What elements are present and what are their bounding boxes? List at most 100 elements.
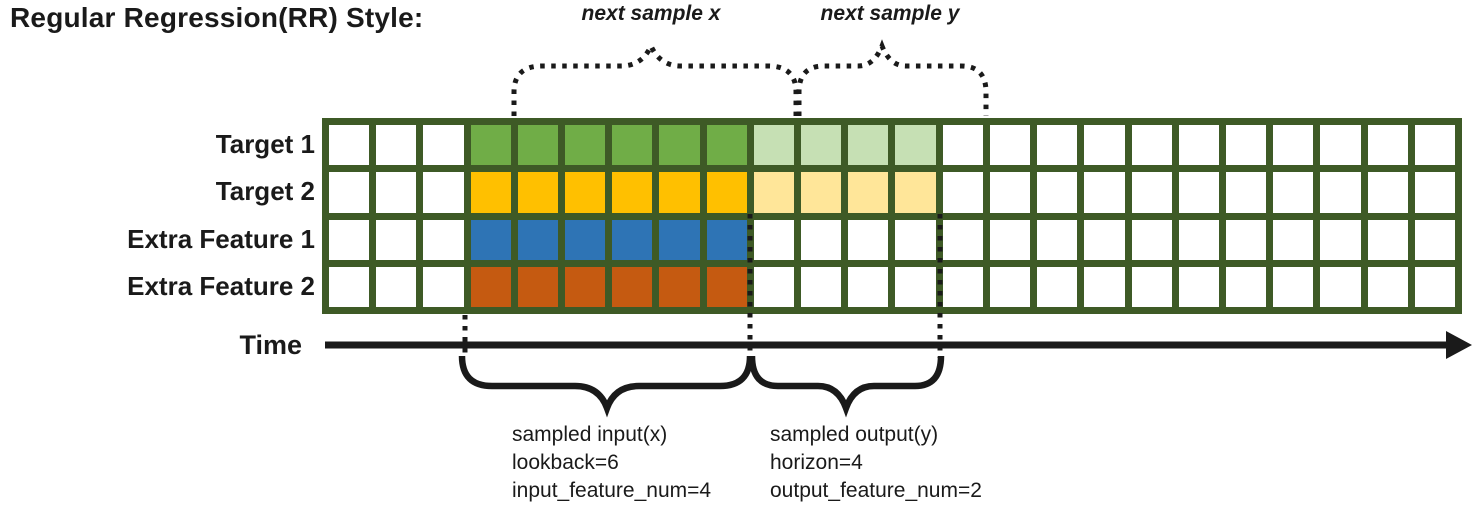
grid-cell [942, 266, 983, 307]
grid-cell [565, 172, 606, 213]
grid-cell [989, 219, 1031, 260]
grid-cell [1273, 125, 1314, 166]
grid-cell [517, 219, 559, 260]
grid-cell [1273, 266, 1314, 307]
grid-cell [423, 172, 464, 213]
grid-cell [329, 125, 370, 166]
grid-cell [1320, 219, 1361, 260]
grid-cell [1273, 219, 1314, 260]
grid-cell [659, 172, 700, 213]
grid-cell [1320, 172, 1361, 213]
grid-cell [517, 125, 559, 166]
grid-cell [1225, 266, 1267, 307]
grid-cell [706, 125, 747, 166]
grid-cell [612, 125, 653, 166]
grid-cell [895, 125, 936, 166]
grid-cell [659, 266, 700, 307]
grid-cell [753, 125, 795, 166]
grid-cell [895, 172, 936, 213]
sampled-input-brace [458, 355, 754, 418]
grid-cell [470, 266, 511, 307]
grid-cell [753, 219, 795, 260]
grid-cell [1037, 266, 1078, 307]
sampled-output-annotation: sampled output(y) horizon=4 output_featu… [770, 421, 982, 505]
sampled-output-line: sampled output(y) [770, 423, 939, 446]
grid-cell [1414, 266, 1455, 307]
grid-cell [612, 219, 653, 260]
grid-cell [376, 172, 417, 213]
grid-cell [1037, 219, 1078, 260]
grid-cell [470, 172, 511, 213]
grid-cell [1037, 125, 1078, 166]
grid-cell [1414, 172, 1455, 213]
grid-cell [1414, 219, 1455, 260]
input-feature-num-line: input_feature_num=4 [512, 479, 712, 502]
grid-cell [1178, 172, 1219, 213]
grid-cell [329, 172, 370, 213]
grid-cell [565, 219, 606, 260]
grid-cell [329, 266, 370, 307]
grid-cell [1367, 266, 1408, 307]
next-sample-y-label: next sample y [820, 2, 960, 25]
grid-cell [470, 219, 511, 260]
grid-cell [1225, 172, 1267, 213]
grid-cell [376, 219, 417, 260]
grid-cell [706, 266, 747, 307]
row-label-target-2: Target 2 [215, 176, 315, 206]
grid-cell [1037, 172, 1078, 213]
grid-cell [423, 266, 464, 307]
timeseries-grid [322, 118, 1462, 314]
grid-cell [942, 219, 983, 260]
grid-cell [612, 172, 653, 213]
lookback-line: lookback=6 [512, 451, 619, 474]
grid-cell [989, 266, 1031, 307]
grid-cell [1178, 219, 1219, 260]
grid-cell [801, 219, 842, 260]
grid-cell [848, 172, 889, 213]
grid-cell [1320, 266, 1361, 307]
figure-title: Regular Regression(RR) Style: [10, 2, 424, 33]
grid-cell [801, 172, 842, 213]
grid-cell [1178, 266, 1219, 307]
grid-cell [989, 172, 1031, 213]
grid-cell [848, 125, 889, 166]
grid-cell [848, 219, 889, 260]
grid-cell [706, 219, 747, 260]
grid-cell [423, 125, 464, 166]
output-feature-num-line: output_feature_num=2 [770, 479, 982, 502]
grid-cell [1367, 125, 1408, 166]
grid-cell [1414, 125, 1455, 166]
grid-cell [1131, 266, 1172, 307]
grid-cell [376, 125, 417, 166]
grid-cell [1084, 266, 1125, 307]
grid-cell [565, 125, 606, 166]
grid-cell [659, 219, 700, 260]
grid-cell [517, 266, 559, 307]
grid-cell [801, 125, 842, 166]
grid-cell [329, 219, 370, 260]
grid-cell [1131, 219, 1172, 260]
sampled-output-brace [748, 355, 945, 418]
time-axis-arrowhead [1446, 331, 1472, 359]
grid-cell [942, 125, 983, 166]
time-axis-label: Time [239, 330, 302, 360]
grid-cell [753, 266, 795, 307]
grid-cell [1320, 125, 1361, 166]
grid-cell [848, 266, 889, 307]
grid-cell [1178, 125, 1219, 166]
grid-cell [470, 125, 511, 166]
grid-cell [565, 266, 606, 307]
grid-cell [1225, 125, 1267, 166]
sampled-input-line: sampled input(x) [512, 423, 668, 446]
row-label-extra-feature-2: Extra Feature 2 [127, 271, 315, 301]
row-label-extra-feature-1: Extra Feature 1 [127, 224, 315, 254]
grid-cell [753, 172, 795, 213]
grid-cell [1367, 219, 1408, 260]
grid-cell [895, 266, 936, 307]
grid-cell [895, 219, 936, 260]
grid-cell [612, 266, 653, 307]
next-sample-x-label: next sample x [581, 2, 721, 25]
next-sample-y-brace [796, 39, 989, 116]
grid-cell [1273, 172, 1314, 213]
